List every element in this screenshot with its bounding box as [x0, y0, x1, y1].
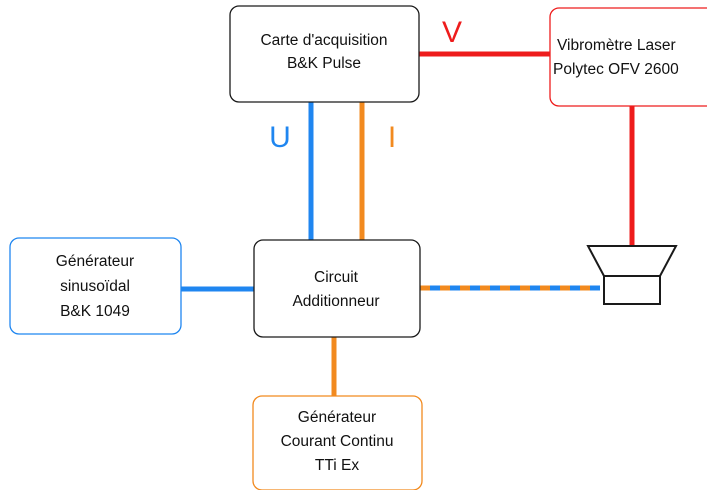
- daq-card-box: Carte d'acquisition B&K Pulse: [229, 5, 420, 103]
- vibrometer-label-line2: Polytec OFV 2600: [553, 61, 679, 78]
- sine-generator-box: Générateur sinusoïdal B&K 1049: [9, 237, 182, 335]
- adder-label-line2: Additionneur: [292, 293, 379, 310]
- voltage-signal-label: V: [442, 16, 462, 49]
- vibrometer-label-line1: Vibromètre Laser: [557, 37, 676, 54]
- sine-generator-label-line1: Générateur: [56, 253, 134, 270]
- loudspeaker-icon: [586, 245, 678, 305]
- daq-card-label-line1: Carte d'acquisition: [260, 32, 387, 49]
- dc-generator-label-line3: TTi Ex: [315, 457, 359, 474]
- dc-generator-label-line1: Générateur: [298, 409, 376, 426]
- laser-vibrometer-box: Vibromètre Laser Polytec OFV 2600: [549, 7, 707, 107]
- sine-generator-label-line3: B&K 1049: [60, 303, 130, 320]
- daq-card-label-line2: B&K Pulse: [287, 55, 361, 72]
- adder-circuit-box: Circuit Additionneur: [253, 239, 421, 338]
- dc-generator-box: Générateur Courant Continu TTi Ex: [252, 395, 423, 490]
- dc-generator-label-line2: Courant Continu: [281, 433, 394, 450]
- i-signal-label: I: [388, 121, 396, 154]
- adder-label-line1: Circuit: [314, 269, 359, 286]
- sine-generator-label-line2: sinusoïdal: [60, 278, 130, 295]
- u-signal-label: U: [269, 121, 291, 154]
